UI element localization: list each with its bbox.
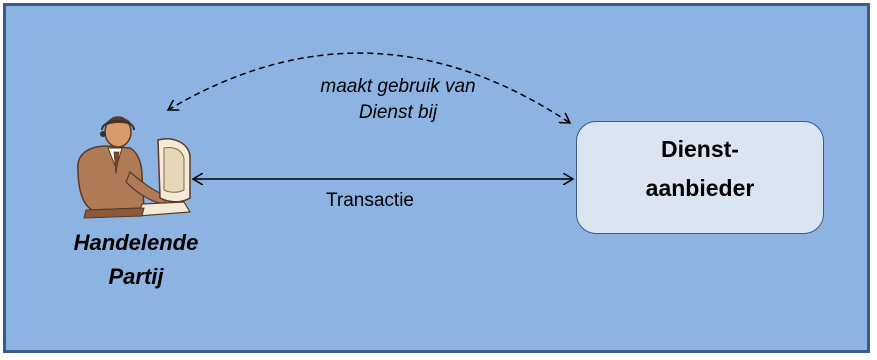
actor-label: Handelende Partij	[20, 226, 252, 294]
person-at-computer-icon	[77, 116, 192, 219]
service-provider-label: Dienst- aanbieder	[576, 130, 824, 208]
uses-dashed-arrow	[168, 52, 570, 123]
service-provider-label-line1: Dienst-	[661, 136, 739, 162]
uses-relation-label-line2: Dienst bij	[358, 102, 438, 123]
service-provider-box	[576, 121, 824, 234]
uses-relation-label: maakt gebruik van Dienst bij	[258, 74, 538, 126]
service-provider-label-line2: aanbieder	[645, 175, 755, 201]
actor-label-line2: Partij	[108, 264, 164, 289]
transaction-label: Transactie	[326, 190, 414, 211]
uses-relation-label-line1: maakt gebruik van	[320, 76, 476, 97]
actor-label-line1: Handelende	[73, 230, 199, 255]
